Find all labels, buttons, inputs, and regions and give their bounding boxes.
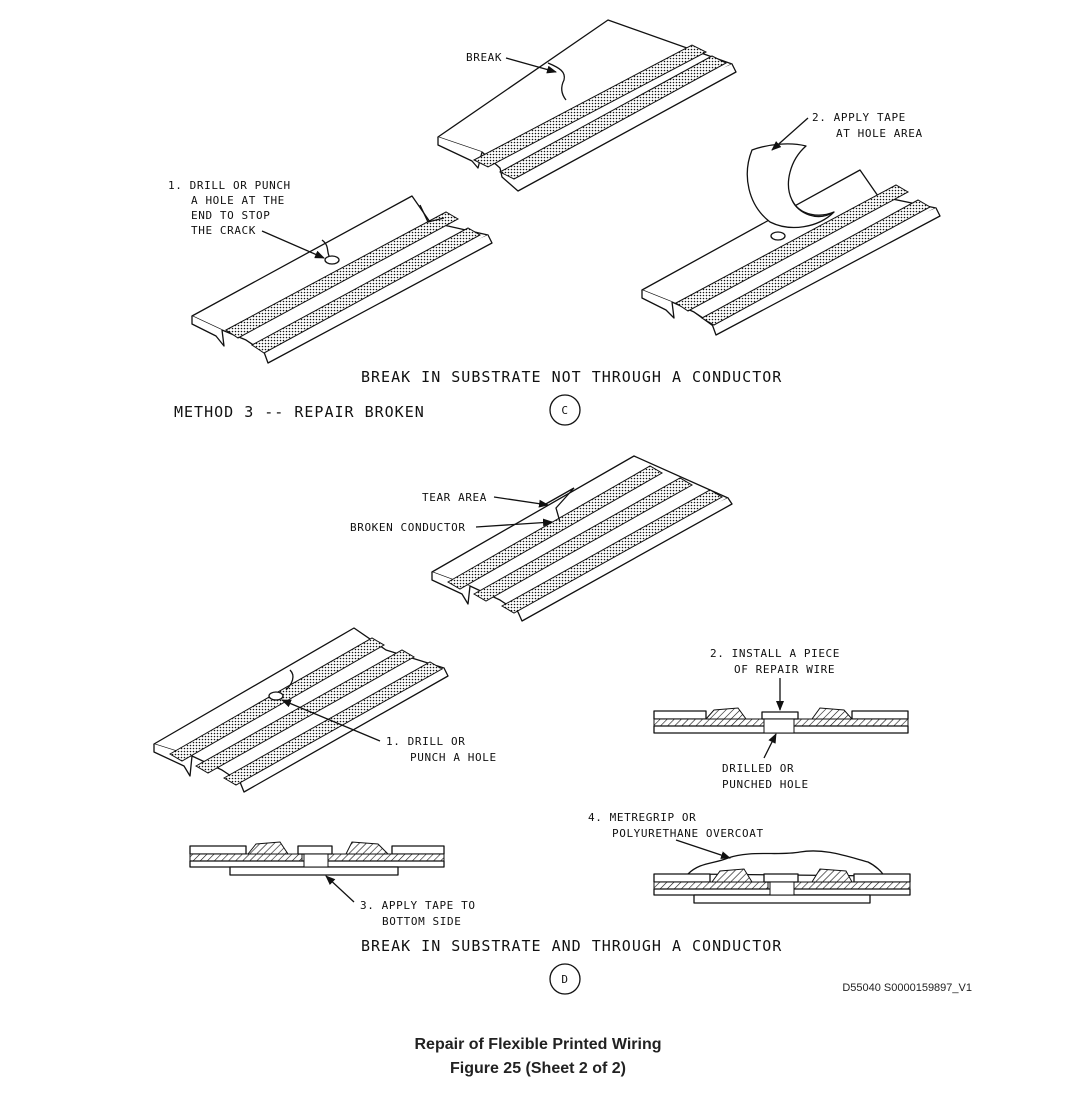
section-overcoat xyxy=(653,850,911,904)
label-break: BREAK xyxy=(466,51,557,74)
svg-text:A HOLE AT THE: A HOLE AT THE xyxy=(191,194,285,207)
svg-text:END TO STOP: END TO STOP xyxy=(191,209,270,222)
svg-text:PUNCHED HOLE: PUNCHED HOLE xyxy=(722,778,809,791)
section-d-heading: BREAK IN SUBSTRATE AND THROUGH A CONDUCT… xyxy=(361,937,782,955)
svg-text:BROKEN CONDUCTOR: BROKEN CONDUCTOR xyxy=(350,521,466,534)
label-drill-stop: 1. DRILL OR PUNCH A HOLE AT THE END TO S… xyxy=(168,179,325,259)
label-overcoat: 4. METREGRIP OR POLYURETHANE OVERCOAT xyxy=(588,811,764,859)
svg-text:AT HOLE AREA: AT HOLE AREA xyxy=(836,127,923,140)
label-drill-hole: 1. DRILL OR PUNCH A HOLE xyxy=(281,699,497,764)
svg-text:1. DRILL OR PUNCH: 1. DRILL OR PUNCH xyxy=(168,179,291,192)
svg-text:4. METREGRIP OR: 4. METREGRIP OR xyxy=(588,811,696,824)
strip-drill-stop xyxy=(191,195,493,364)
section-tape-bottom xyxy=(189,841,445,876)
strip-break xyxy=(437,19,737,192)
svg-text:2. INSTALL A PIECE: 2. INSTALL A PIECE xyxy=(710,647,840,660)
reference-code: D55040 S0000159897_V1 xyxy=(842,982,972,994)
label-tape-bottom: 3. APPLY TAPE TO BOTTOM SIDE xyxy=(325,875,476,928)
svg-text:1. DRILL OR: 1. DRILL OR xyxy=(386,735,465,748)
section-c-heading: BREAK IN SUBSTRATE NOT THROUGH A CONDUCT… xyxy=(361,368,782,386)
svg-text:BOTTOM SIDE: BOTTOM SIDE xyxy=(382,915,461,928)
section-install-wire xyxy=(653,707,909,734)
label-apply-tape: 2. APPLY TAPE AT HOLE AREA xyxy=(771,111,923,151)
svg-text:DRILLED OR: DRILLED OR xyxy=(722,762,794,775)
strip-drill-hole xyxy=(153,627,449,793)
svg-text:TEAR AREA: TEAR AREA xyxy=(422,491,487,504)
svg-text:2. APPLY TAPE: 2. APPLY TAPE xyxy=(812,111,906,124)
svg-text:PUNCH A HOLE: PUNCH A HOLE xyxy=(410,751,497,764)
svg-text:3. APPLY TAPE TO: 3. APPLY TAPE TO xyxy=(360,899,476,912)
label-install-wire: 2. INSTALL A PIECE OF REPAIR WIRE DRILLE… xyxy=(710,647,840,791)
svg-text:THE CRACK: THE CRACK xyxy=(191,224,256,237)
method-heading: METHOD 3 -- REPAIR BROKEN xyxy=(174,403,425,421)
circle-c: C xyxy=(549,394,581,426)
caption-title: Repair of Flexible Printed Wiring xyxy=(415,1036,662,1053)
strip-tear-area xyxy=(431,455,733,622)
svg-text:POLYURETHANE OVERCOAT: POLYURETHANE OVERCOAT xyxy=(612,827,764,840)
strip-apply-tape xyxy=(641,143,941,336)
svg-text:C: C xyxy=(561,404,568,417)
label-tear-area: TEAR AREA BROKEN CONDUCTOR xyxy=(350,491,553,534)
svg-text:OF REPAIR WIRE: OF REPAIR WIRE xyxy=(734,663,835,676)
svg-text:D: D xyxy=(561,973,568,986)
break-label: BREAK xyxy=(466,51,502,64)
caption-figure: Figure 25 (Sheet 2 of 2) xyxy=(450,1060,626,1077)
circle-d: D xyxy=(549,963,581,995)
